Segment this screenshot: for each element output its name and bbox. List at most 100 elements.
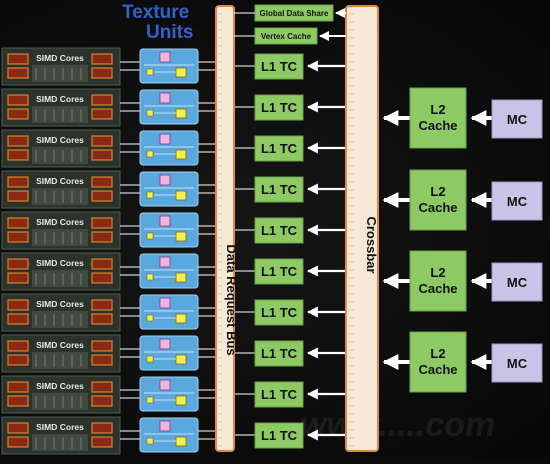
texture-filter-icon [159, 133, 171, 145]
l1-tc-label: L1 TC [261, 305, 298, 320]
texture-fetch-icon [175, 395, 187, 406]
l1-tc-box: L1 TC [234, 258, 346, 285]
mc-label: MC [507, 356, 528, 371]
l1-tc-box: L1 TC [234, 381, 346, 408]
l2-label-line1: L2 [430, 265, 445, 280]
simd-chip-icon [7, 395, 29, 407]
simd-core-row: SIMD Cores [1, 47, 140, 86]
l2-cache-box [409, 331, 467, 393]
simd-chip-icon [91, 231, 113, 243]
texture-unit [139, 212, 216, 248]
l1-tc-label: L1 TC [261, 264, 298, 279]
texture-fetch-icon [175, 436, 187, 447]
simd-chip-icon [91, 381, 113, 393]
texture-fetch-icon [175, 67, 187, 78]
l1-tc-label: L1 TC [261, 428, 298, 443]
simd-chip-icon [91, 135, 113, 147]
texture-fetch-icon [175, 108, 187, 119]
simd-core-row: SIMD Cores [1, 252, 140, 291]
texture-units-title-line1: Texture [122, 2, 189, 23]
l1-tc-box: L1 TC [234, 422, 346, 449]
simd-cores-label: SIMD Cores [36, 135, 84, 145]
simd-core-row: SIMD Cores [1, 416, 140, 455]
l1-tc-label: L1 TC [261, 141, 298, 156]
l1-tc-label: L1 TC [261, 387, 298, 402]
texture-fetch-icon [175, 272, 187, 283]
simd-cores-label: SIMD Cores [36, 381, 84, 391]
simd-chip-icon [7, 231, 29, 243]
mc-box [491, 99, 543, 139]
mc-box [491, 343, 543, 383]
simd-chip-icon [7, 381, 29, 393]
mc-box [491, 181, 543, 221]
simd-core-row: SIMD Cores [1, 170, 140, 209]
simd-chip-icon [7, 299, 29, 311]
simd-core-row: SIMD Cores [1, 88, 140, 127]
simd-chip-icon [7, 313, 29, 325]
simd-chip-icon [91, 176, 113, 188]
simd-core-row: SIMD Cores [1, 129, 140, 168]
l1-tc-box: L1 TC [234, 94, 346, 121]
texture-fetch-icon [175, 354, 187, 365]
mc-label: MC [507, 112, 528, 127]
simd-chip-icon [91, 217, 113, 229]
bus-tick-marks [218, 13, 222, 447]
simd-cores-label: SIMD Cores [36, 53, 84, 63]
texture-filter-icon [159, 297, 171, 309]
global-data-share-box: Global Data Share [254, 4, 334, 22]
mc-label: MC [507, 275, 528, 290]
simd-cores-label: SIMD Cores [36, 217, 84, 227]
simd-chip-icon [91, 53, 113, 65]
simd-chip-icon [7, 422, 29, 434]
simd-chip-icon [91, 313, 113, 325]
simd-chip-icon [91, 272, 113, 284]
texture-filter-icon [159, 338, 171, 350]
simd-chip-icon [91, 94, 113, 106]
simd-chip-icon [91, 258, 113, 270]
l2-label-line1: L2 [430, 184, 445, 199]
simd-chip-icon [7, 67, 29, 79]
l2-label-line1: L2 [430, 346, 445, 361]
simd-chip-icon [7, 135, 29, 147]
simd-core-row: SIMD Cores [1, 211, 140, 250]
texture-filter-icon [159, 174, 171, 186]
texture-filter-icon [159, 215, 171, 227]
crossbar-tick-marks [349, 13, 354, 447]
texture-fetch-icon [175, 149, 187, 160]
texture-unit [139, 253, 216, 289]
l1-tc-box: L1 TC [234, 340, 346, 367]
simd-chip-icon [91, 149, 113, 161]
global-data-share-label: Global Data Share [260, 9, 329, 18]
simd-chip-icon [7, 436, 29, 448]
simd-chip-icon [7, 94, 29, 106]
texture-fetch-icon [175, 231, 187, 242]
l1-tc-label: L1 TC [261, 59, 298, 74]
texture-unit [139, 294, 216, 330]
simd-core-row: SIMD Cores [1, 375, 140, 414]
l2-cache-box [409, 87, 467, 149]
l2-cache-box [409, 250, 467, 312]
texture-filter-icon [159, 92, 171, 104]
texture-filter-icon [159, 379, 171, 391]
l2-label-line2: Cache [418, 362, 457, 377]
simd-chip-icon [91, 422, 113, 434]
simd-chip-icon [7, 217, 29, 229]
simd-chip-icon [7, 340, 29, 352]
l2-cache-box [409, 169, 467, 231]
data-request-bus: Data Request Bus [215, 5, 239, 452]
l2-label-line2: Cache [418, 281, 457, 296]
texture-unit [139, 376, 216, 412]
simd-chip-icon [7, 190, 29, 202]
vertex-cache-label: Vertex Cache [261, 32, 312, 41]
simd-chip-icon [7, 53, 29, 65]
vertex-cache-box: Vertex Cache [254, 27, 318, 45]
texture-unit [139, 48, 216, 84]
texture-unit [139, 335, 216, 371]
l1-tc-label: L1 TC [261, 100, 298, 115]
simd-chip-icon [91, 436, 113, 448]
l2-label-line2: Cache [418, 118, 457, 133]
